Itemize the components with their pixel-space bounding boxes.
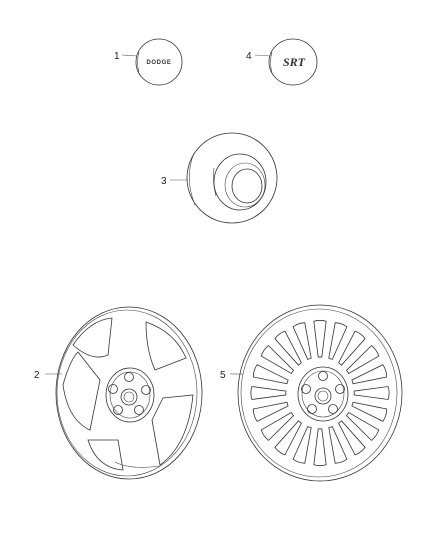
- wheel-slot: [250, 386, 287, 400]
- center-cap-dodge-icon[interactable]: DODGE: [135, 38, 183, 86]
- wheel-slot: [292, 322, 312, 360]
- hub-cap-cup-icon[interactable]: [186, 132, 278, 224]
- multi-spoke-wheel-cover-icon[interactable]: [237, 304, 403, 482]
- wheel-slot: [346, 412, 380, 441]
- srt-logo-text: SRT: [283, 55, 306, 69]
- wheel-slot: [313, 319, 327, 358]
- callout-1: 1: [114, 51, 120, 62]
- wheel-slot: [346, 345, 380, 374]
- wheel-slot: [252, 401, 289, 422]
- wheel-slot: [328, 426, 348, 464]
- wheel-slot: [351, 401, 388, 422]
- callout-3: 3: [161, 176, 167, 187]
- wheel-slot: [338, 330, 366, 366]
- wheel-slot: [252, 364, 289, 385]
- five-spoke-wheel-cover-icon[interactable]: [55, 306, 203, 480]
- wheel-slot: [351, 364, 388, 385]
- callout-4: 4: [246, 51, 252, 62]
- wheel-slot: [353, 386, 390, 400]
- wheel-slot: [338, 420, 366, 456]
- wheel-slot: [274, 420, 302, 456]
- dodge-logo-text: DODGE: [146, 60, 171, 66]
- callout-2: 2: [34, 370, 40, 381]
- wheel-slot: [328, 322, 348, 360]
- wheel-slot: [260, 345, 294, 374]
- center-cap-srt-icon[interactable]: SRT: [268, 38, 318, 86]
- callout-5: 5: [220, 370, 226, 381]
- wheel-slot: [313, 428, 327, 467]
- wheel-slot: [274, 330, 302, 366]
- wheel-slot: [260, 412, 294, 441]
- wheel-slot: [292, 426, 312, 464]
